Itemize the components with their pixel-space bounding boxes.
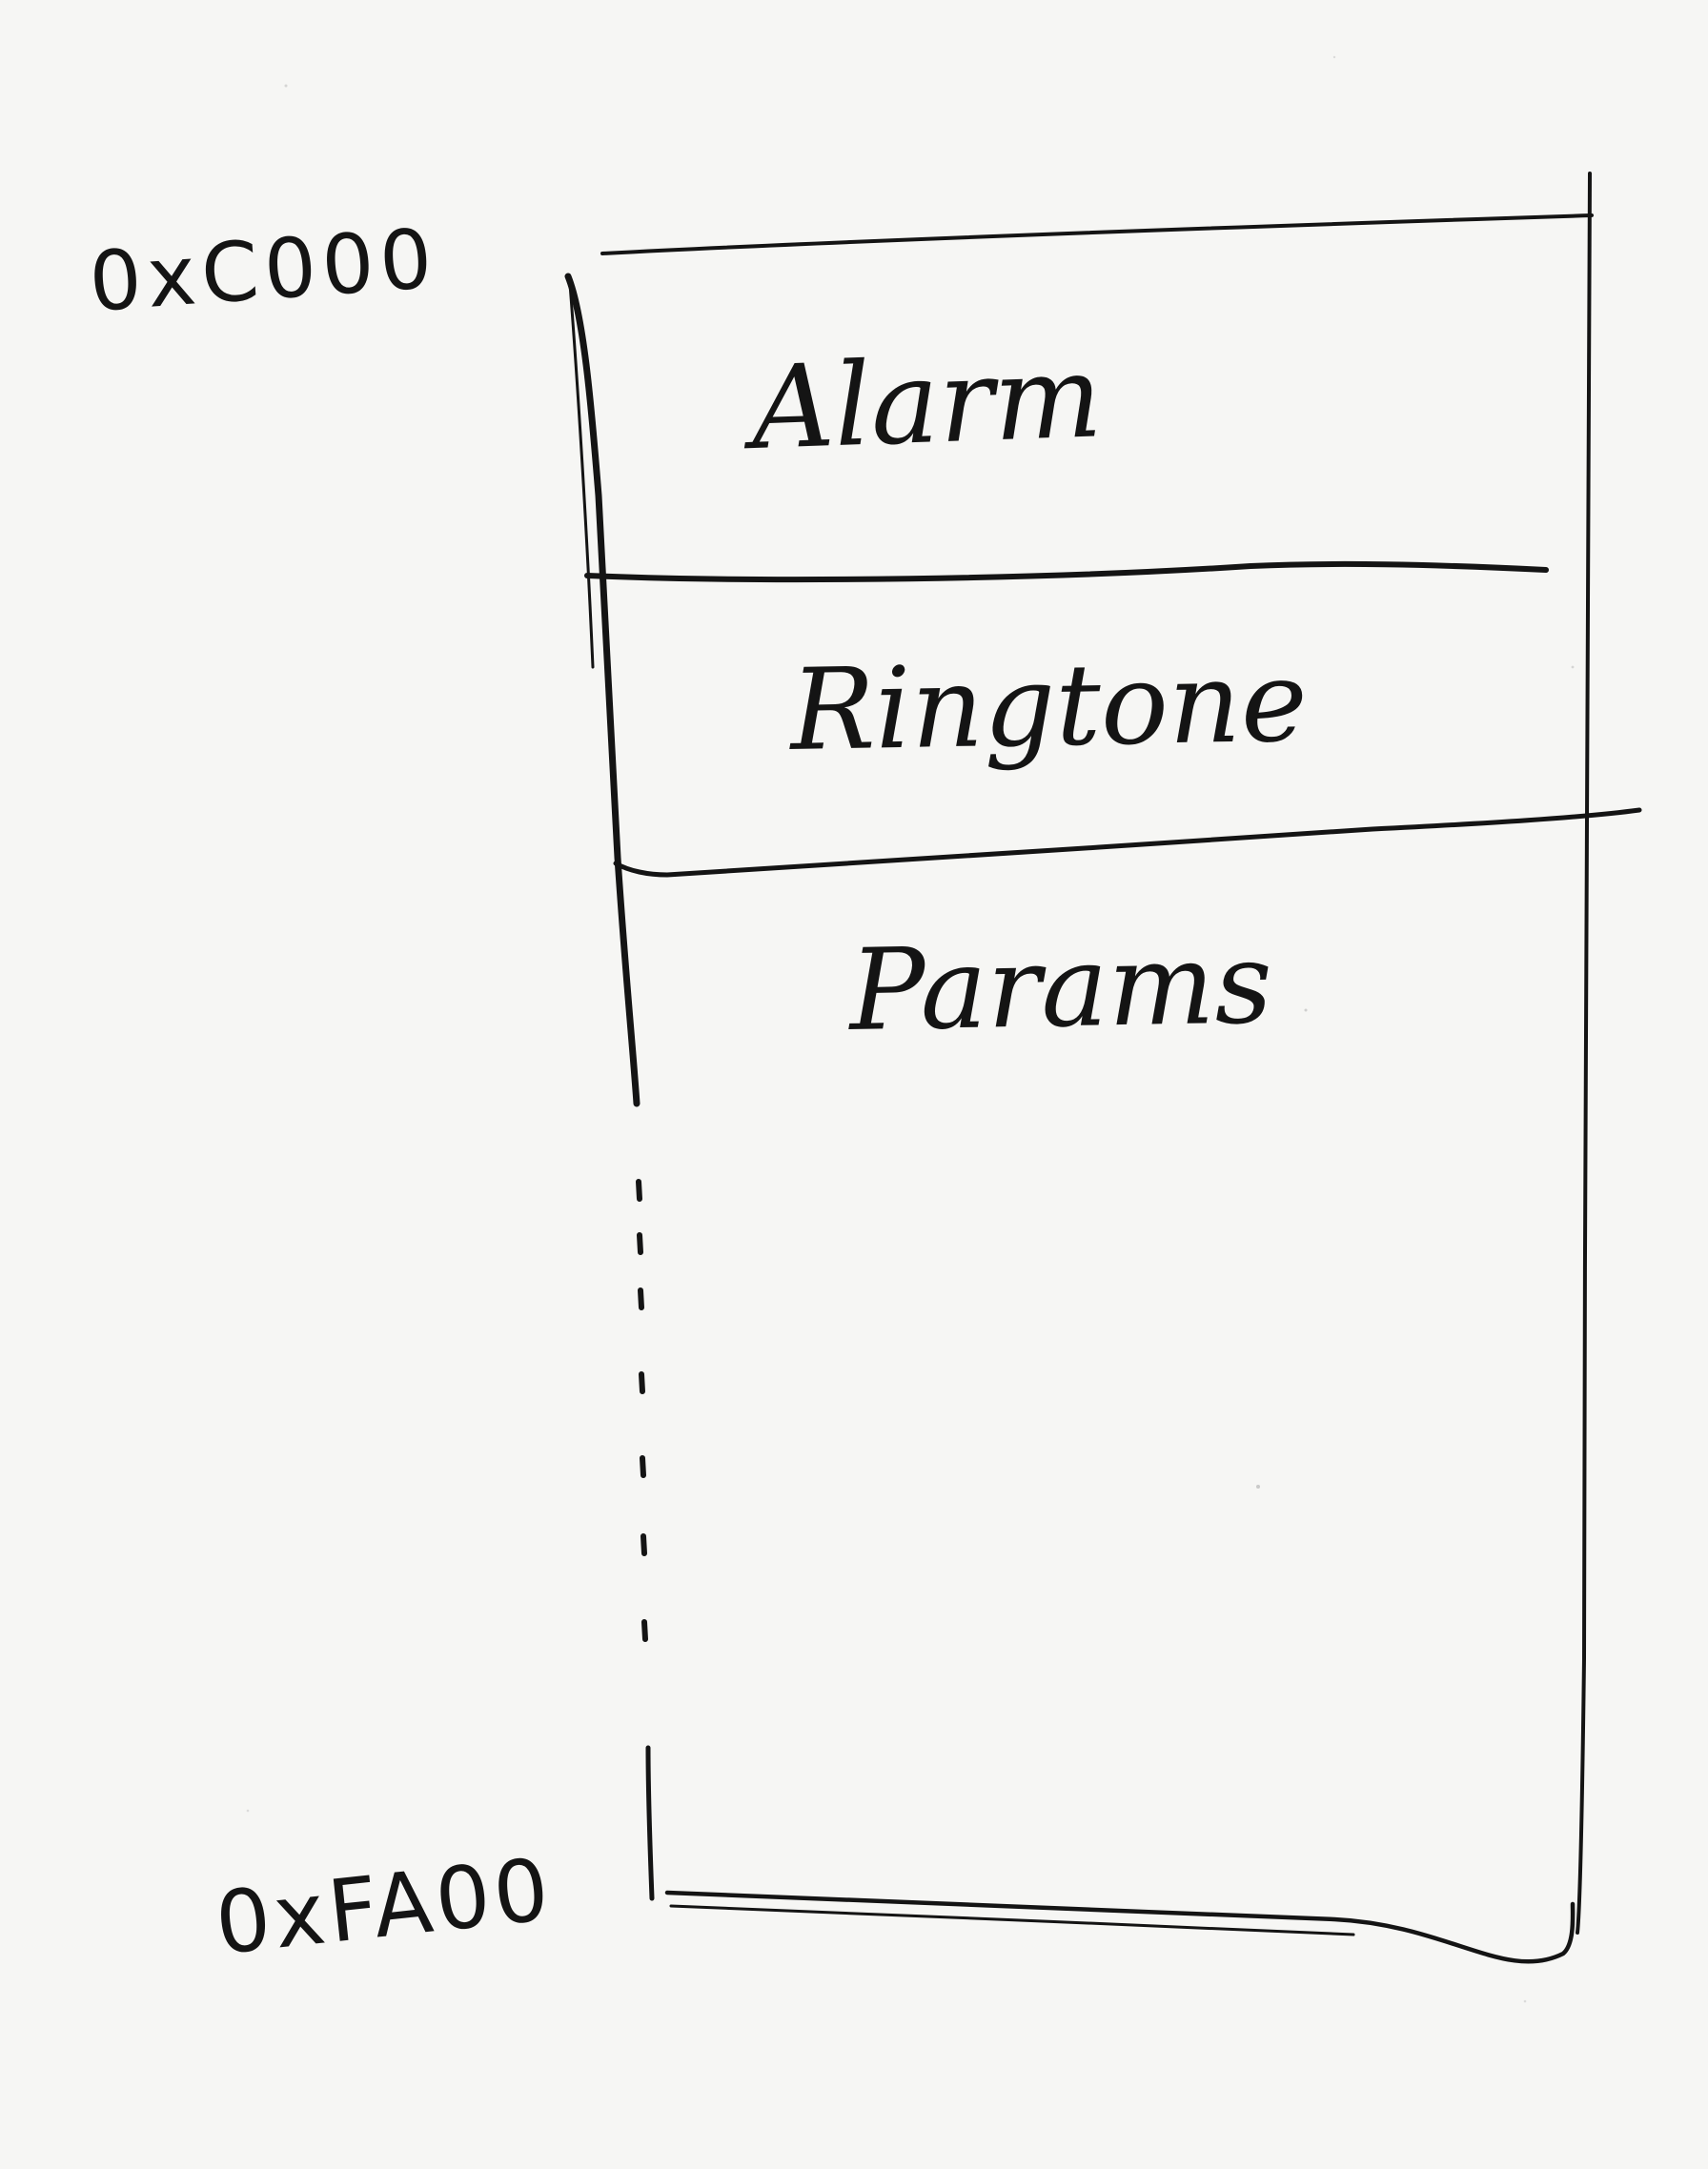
segment-label-params: Params	[846, 917, 1273, 1056]
top-border	[600, 213, 1594, 255]
left-border	[564, 273, 640, 1107]
divider-2	[613, 807, 1642, 878]
segment-label-ringtone: Ringtone	[787, 636, 1309, 776]
right-border	[1576, 172, 1592, 1935]
bottom-border	[664, 1890, 1576, 1964]
start-address-label: 0xC000	[86, 212, 440, 331]
end-address-label: 0xFA00	[211, 1839, 557, 1974]
dotted-continuation	[636, 1179, 648, 1642]
segment-label-alarm: Alarm	[740, 331, 1104, 476]
paper-texture	[246, 55, 1575, 2003]
divider-1	[584, 560, 1549, 583]
memory-block	[564, 172, 1642, 1964]
